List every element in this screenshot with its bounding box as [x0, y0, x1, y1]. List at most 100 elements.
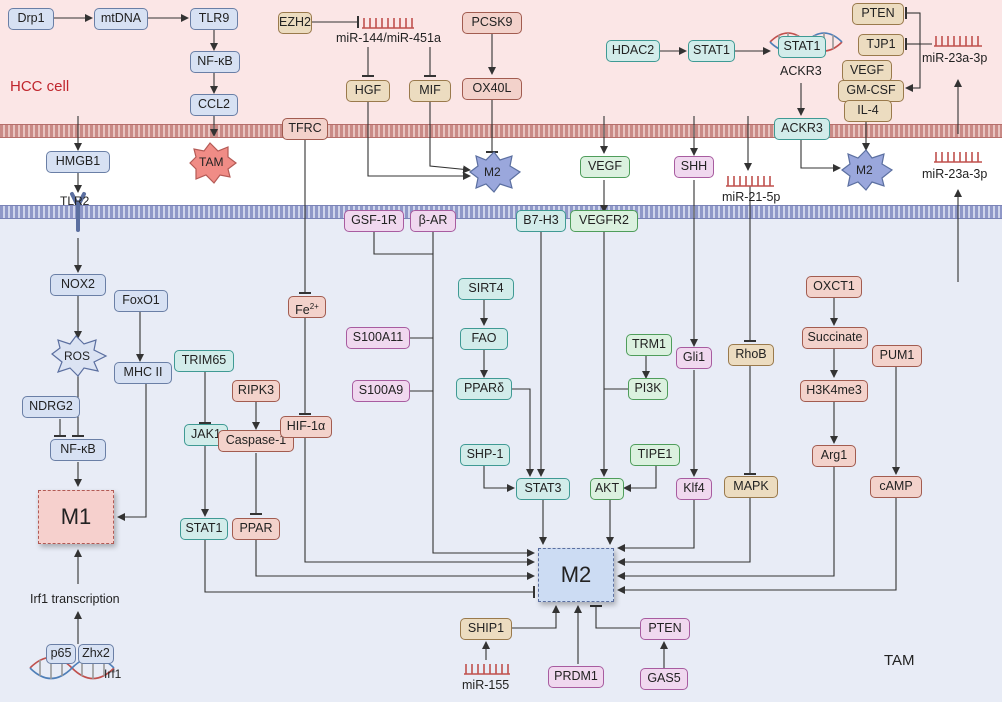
node-pi3k: PI3K	[628, 378, 668, 400]
node-fe2: Fe2+	[288, 296, 326, 318]
node-pten-hcc: PTEN	[852, 3, 904, 25]
node-m1: M1	[38, 490, 114, 544]
node-ppard: PPARδ	[456, 378, 512, 400]
node-akt: AKT	[590, 478, 624, 500]
node-gli1: Gli1	[676, 347, 712, 369]
node-nfkb-hcc: NF-κB	[190, 51, 240, 73]
ros-burst-icon	[51, 335, 108, 377]
edge-ppar-m2	[255, 540, 535, 580]
node-m2: M2	[538, 548, 614, 602]
edge-hgf-m2	[367, 100, 471, 180]
edge-hif1a-m2	[304, 437, 535, 566]
node-oxct1: OXCT1	[806, 276, 862, 298]
node-foxo1: FoxO1	[114, 290, 168, 312]
node-ackr3: ACKR3	[774, 118, 830, 140]
node-gas5: GAS5	[640, 668, 688, 690]
node-ccl2: CCL2	[190, 94, 238, 116]
tam-cell-icon	[189, 142, 237, 184]
node-tlr2: TLR2	[60, 194, 90, 208]
mirna-hairpin-icon	[934, 152, 982, 163]
node-pten-tam: PTEN	[640, 618, 690, 640]
node-drp1: Drp1	[8, 8, 54, 30]
node-sirt4: SIRT4	[458, 278, 514, 300]
node-mif: MIF	[409, 80, 451, 102]
node-hmgb1: HMGB1	[46, 151, 110, 173]
node-p65: p65	[46, 644, 76, 664]
node-ezh2: EZH2	[278, 12, 312, 34]
node-tlr9: TLR9	[190, 8, 238, 30]
mirna-hairpin-icon	[934, 36, 982, 47]
node-ros: ROS	[64, 349, 91, 363]
node-pum1: PUM1	[872, 345, 922, 367]
node-beta-ar: β-AR	[410, 210, 456, 232]
edge-stat1-m2	[204, 540, 535, 598]
edge-arg1-m2	[617, 467, 835, 580]
node-ripk3: RIPK3	[232, 380, 280, 402]
node-klf4: Klf4	[676, 478, 712, 500]
node-camp: cAMP	[870, 476, 922, 498]
node-vegf-hcc: VEGF	[842, 60, 892, 82]
node-shp1: SHP-1	[460, 444, 510, 466]
node-mir155: miR-155	[462, 678, 510, 692]
node-rhob: RhoB	[728, 344, 774, 366]
node-tfrc: TFRC	[282, 118, 328, 140]
node-prdm1: PRDM1	[548, 666, 604, 688]
node-gsf1r: GSF-1R	[344, 210, 404, 232]
node-mir21-5p: miR-21-5p	[722, 190, 781, 204]
node-shh: SHH	[674, 156, 714, 178]
node-pcsk9: PCSK9	[462, 12, 522, 34]
node-irf1-transcription: Irf1 transcription	[30, 592, 120, 606]
node-mhc2: MHC II	[114, 362, 172, 384]
edge-ackr3-m2	[800, 140, 841, 172]
node-mir144-451a: miR-144/miR-451a	[336, 31, 441, 45]
node-mir23a-tam: miR-23a-3p	[922, 167, 988, 181]
edge-pten-m2	[590, 605, 640, 629]
node-stat1-helix: STAT1	[778, 36, 826, 58]
node-hgf: HGF	[346, 80, 390, 102]
node-ox40l: OX40L	[462, 78, 522, 100]
node-h3k4me3: H3K4me3	[800, 380, 868, 402]
node-gmcsf: GM-CSF	[838, 80, 904, 102]
node-stat1-hcc: STAT1	[688, 40, 735, 62]
m2-cell-label-2: M2	[856, 163, 873, 177]
edge-camp-m2	[617, 498, 897, 594]
node-zhx2: Zhx2	[78, 644, 114, 664]
edge-mhc2-m1	[117, 384, 147, 521]
edge-mapk-m2	[617, 498, 751, 566]
node-ackr3-label: ACKR3	[780, 64, 822, 78]
node-vegfr2: VEGFR2	[570, 210, 638, 232]
mirna-hairpin-icon	[464, 664, 510, 675]
node-hdac2: HDAC2	[606, 40, 660, 62]
hcc-cell-membrane	[0, 124, 1002, 138]
node-stat3: STAT3	[516, 478, 570, 500]
edge-ship1-m2	[512, 605, 560, 629]
node-fao: FAO	[460, 328, 508, 350]
tam-cell-label: TAM	[199, 155, 224, 169]
edge-shp1-stat3	[483, 466, 515, 492]
node-ship1: SHIP1	[460, 618, 512, 640]
mirna-hairpin-icon	[362, 18, 414, 29]
edge-tipe1-akt	[623, 466, 657, 492]
node-vegf-tam: VEGF	[580, 156, 630, 178]
edge-mif-m2	[429, 100, 471, 174]
node-trim65: TRIM65	[174, 350, 234, 372]
node-nox2: NOX2	[50, 274, 106, 296]
node-mapk: MAPK	[724, 476, 778, 498]
node-il4: IL-4	[844, 100, 892, 122]
node-s100a9: S100A9	[352, 380, 410, 402]
node-tjp1: TJP1	[858, 34, 904, 56]
node-trm1: TRM1	[626, 334, 672, 356]
node-mir23a-hcc: miR-23a-3p	[922, 51, 988, 65]
tlr2-receptor-icon	[70, 192, 86, 232]
node-s100a11: S100A11	[346, 327, 410, 349]
node-hif1a: HIF-1α	[280, 416, 332, 438]
node-b7h3: B7-H3	[516, 210, 566, 232]
node-succinate: Succinate	[802, 327, 868, 349]
node-arg1: Arg1	[812, 445, 856, 467]
node-ppar: PPAR	[232, 518, 280, 540]
node-irf1: Irf1	[104, 667, 122, 681]
node-tipe1: TIPE1	[630, 444, 680, 466]
node-nfkb-tam: NF-κB	[50, 439, 106, 461]
